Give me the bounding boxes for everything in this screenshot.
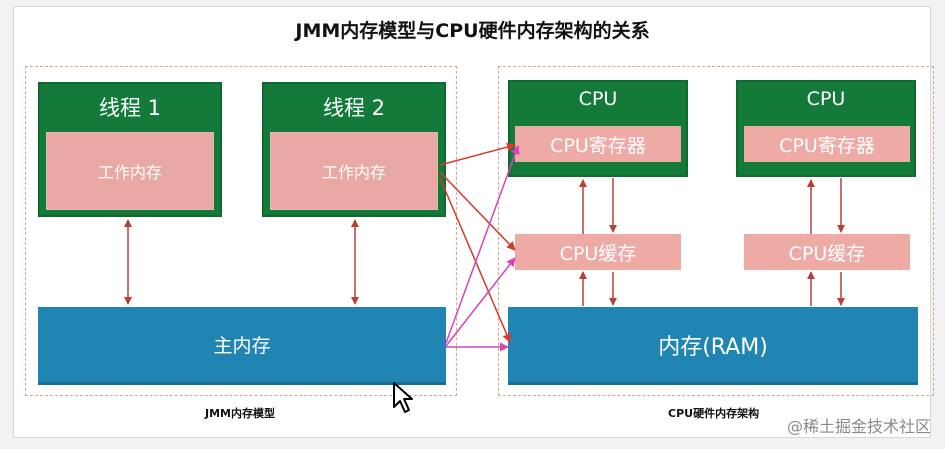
cpu-2-register: CPU寄存器 [744, 126, 910, 162]
thread-2-work-memory: 工作内存 [270, 132, 438, 210]
cpu-2-cache: CPU缓存 [744, 234, 910, 270]
diagram-title: JMM内存模型与CPU硬件内存架构的关系 [295, 20, 650, 42]
main-memory: 主内存 [38, 307, 446, 385]
cpu-hardware-label: CPU硬件内存架构 [668, 407, 760, 420]
thread-2-name: 线程 2 [322, 96, 386, 120]
thread-1: 线程 1 工作内存 [38, 82, 222, 217]
thread-1-name: 线程 1 [98, 96, 162, 120]
cpu-2-name: CPU [806, 88, 846, 110]
cpu-1-name: CPU [578, 88, 618, 110]
jmm-model-label: JMM内存模型 [205, 407, 275, 420]
thread-2: 线程 2 工作内存 [262, 82, 446, 217]
ram: 内存(RAM) [508, 307, 918, 385]
watermark: @稀土掘金技术社区 [786, 417, 931, 436]
cpu-1-cache: CPU缓存 [515, 234, 681, 270]
cpu-1-register: CPU寄存器 [515, 126, 681, 162]
thread-1-work-memory: 工作内存 [46, 132, 214, 210]
mouse-cursor-icon [393, 382, 413, 413]
